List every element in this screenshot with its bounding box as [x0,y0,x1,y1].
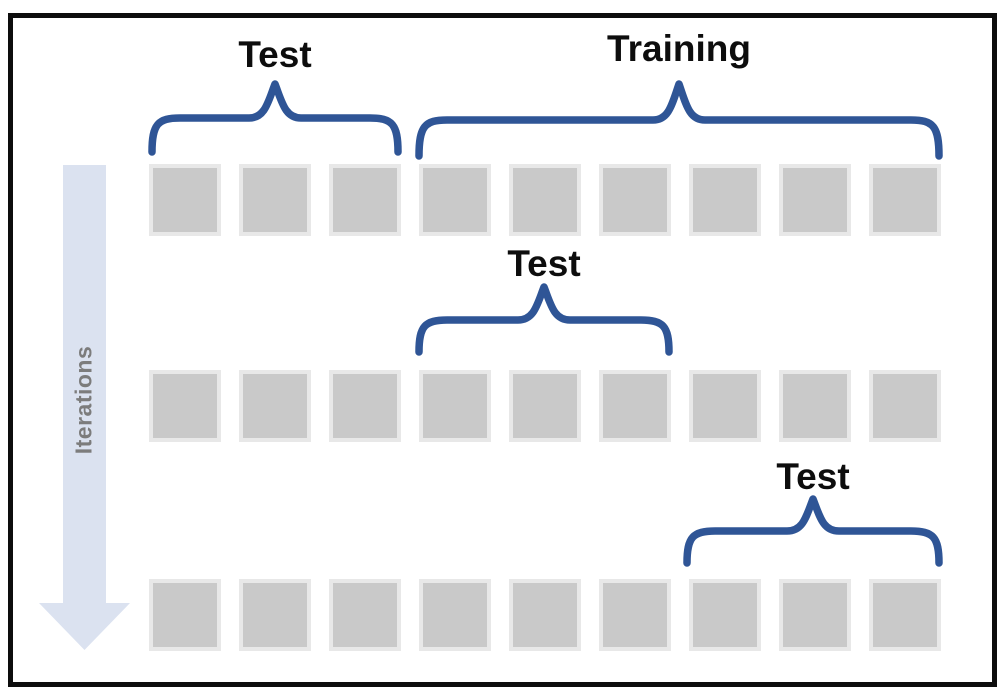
fold-square [869,579,941,651]
fold-square [599,579,671,651]
fold-square [509,370,581,442]
fold-row-iteration-1 [149,164,941,236]
fold-square [689,370,761,442]
fold-square [149,579,221,651]
fold-square [689,579,761,651]
fold-square [689,164,761,236]
fold-square [509,164,581,236]
fold-square [599,164,671,236]
fold-square [779,164,851,236]
fold-square [869,370,941,442]
fold-square [779,370,851,442]
fold-square [779,579,851,651]
fold-square [599,370,671,442]
fold-square [329,579,401,651]
fold-square [149,164,221,236]
iterations-label: Iterations [70,345,97,455]
fold-square [419,370,491,442]
row2-test-label: Test [507,243,581,284]
fold-square [869,164,941,236]
fold-row-iteration-3 [149,579,941,651]
row1-test-label: Test [238,34,312,75]
fold-square [509,579,581,651]
fold-square [329,370,401,442]
fold-square [239,370,311,442]
row1-training-label: Training [607,28,751,69]
fold-row-iteration-2 [149,370,941,442]
fold-square [239,579,311,651]
row3-test-label: Test [776,456,850,497]
fold-square [329,164,401,236]
fold-square [149,370,221,442]
fold-square [419,164,491,236]
outer-frame [8,13,997,687]
fold-square [419,579,491,651]
fold-square [239,164,311,236]
